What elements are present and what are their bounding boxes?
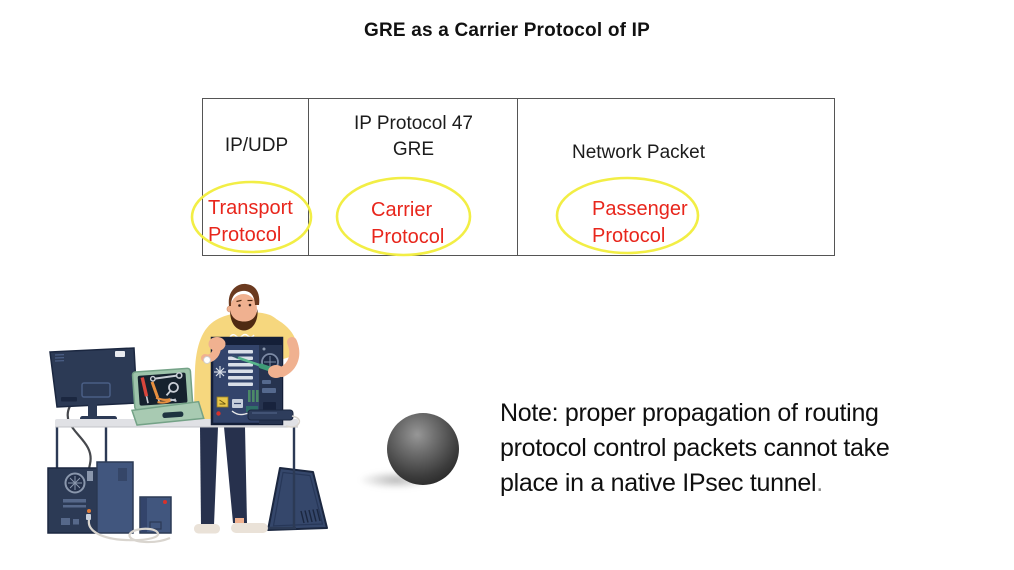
monitor-icon xyxy=(49,347,138,529)
label-line: Transport xyxy=(208,197,293,219)
label-line: Protocol xyxy=(371,226,445,248)
side-panel-icon xyxy=(267,467,328,531)
technician-illustration xyxy=(47,283,328,544)
label-carrier-protocol: Carrier Protocol xyxy=(371,197,444,251)
note-line-text: place in a native IPsec tunnel xyxy=(500,469,817,497)
header-line: IP Protocol 47 xyxy=(353,113,473,134)
encapsulation-table: IP/UDP IP Protocol 47 GRE Network Packet… xyxy=(202,98,835,256)
label-line: Passenger xyxy=(592,198,688,220)
label-line: Carrier xyxy=(371,199,433,221)
table-divider-2 xyxy=(517,99,518,255)
label-line: Protocol xyxy=(592,225,666,247)
header-line: Network Packet xyxy=(571,142,706,163)
note-text: Note: proper propagation of routing prot… xyxy=(500,396,990,501)
note-line: protocol control packets cannot take xyxy=(500,434,890,462)
table-header-gre: IP Protocol 47 GRE xyxy=(310,111,517,163)
under-desk-towers xyxy=(47,461,172,544)
table-divider-1 xyxy=(308,99,309,255)
note-line: Note: proper propagation of routing xyxy=(500,399,879,427)
note-period: . xyxy=(816,469,823,497)
header-line: IP/UDP xyxy=(224,135,289,156)
sphere-icon xyxy=(387,413,459,485)
label-transport-protocol: Transport Protocol xyxy=(208,195,293,249)
page-title: GRE as a Carrier Protocol of IP xyxy=(363,20,650,41)
table-header-network-packet: Network Packet xyxy=(480,140,797,166)
technician-legs xyxy=(194,427,268,534)
header-line: GRE xyxy=(392,139,435,160)
toolbox-icon xyxy=(130,367,205,426)
technician-arms xyxy=(201,337,300,378)
label-passenger-protocol: Passenger Protocol xyxy=(592,196,688,250)
table-header-ip-udp: IP/UDP xyxy=(203,133,310,159)
desk-device xyxy=(247,409,301,428)
note-line: place in a native IPsec tunnel. xyxy=(500,466,990,501)
label-line: Protocol xyxy=(208,224,282,246)
